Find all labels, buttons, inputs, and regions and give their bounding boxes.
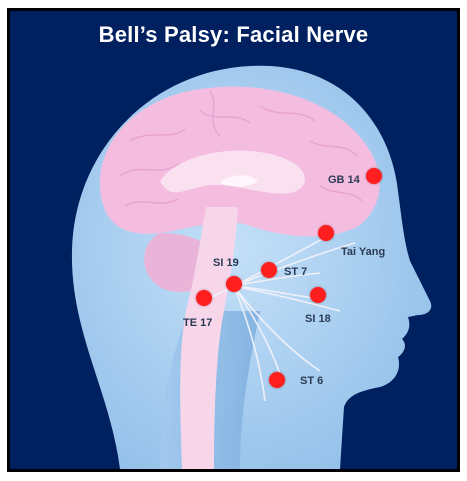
point-taiyang-dot	[318, 225, 334, 241]
diagram-title: Bell’s Palsy: Facial Nerve	[98, 22, 369, 47]
point-taiyang-label: Tai Yang	[341, 246, 386, 258]
point-si19-label: SI 19	[213, 257, 239, 269]
point-si18-label: SI 18	[305, 313, 331, 325]
head-illustration	[71, 65, 432, 469]
point-st6-label: ST 6	[300, 375, 324, 387]
diagram-frame: Bell’s Palsy: Facial Nerve GB 14 Tai Yan…	[7, 8, 460, 472]
ventricle	[220, 175, 258, 187]
point-gb14-dot	[366, 168, 382, 184]
spinal-cord	[180, 207, 238, 469]
point-te17-label: TE 17	[183, 317, 213, 329]
point-gb14-label: GB 14	[328, 174, 360, 186]
point-st7-dot	[261, 262, 277, 278]
point-si18-dot	[310, 287, 326, 303]
point-st7-label: ST 7	[284, 266, 308, 278]
point-te17-dot	[196, 290, 212, 306]
point-st6-dot	[269, 372, 285, 388]
brain-folds	[119, 90, 363, 207]
corpus-callosum	[160, 150, 305, 194]
point-si19-dot	[226, 276, 242, 292]
